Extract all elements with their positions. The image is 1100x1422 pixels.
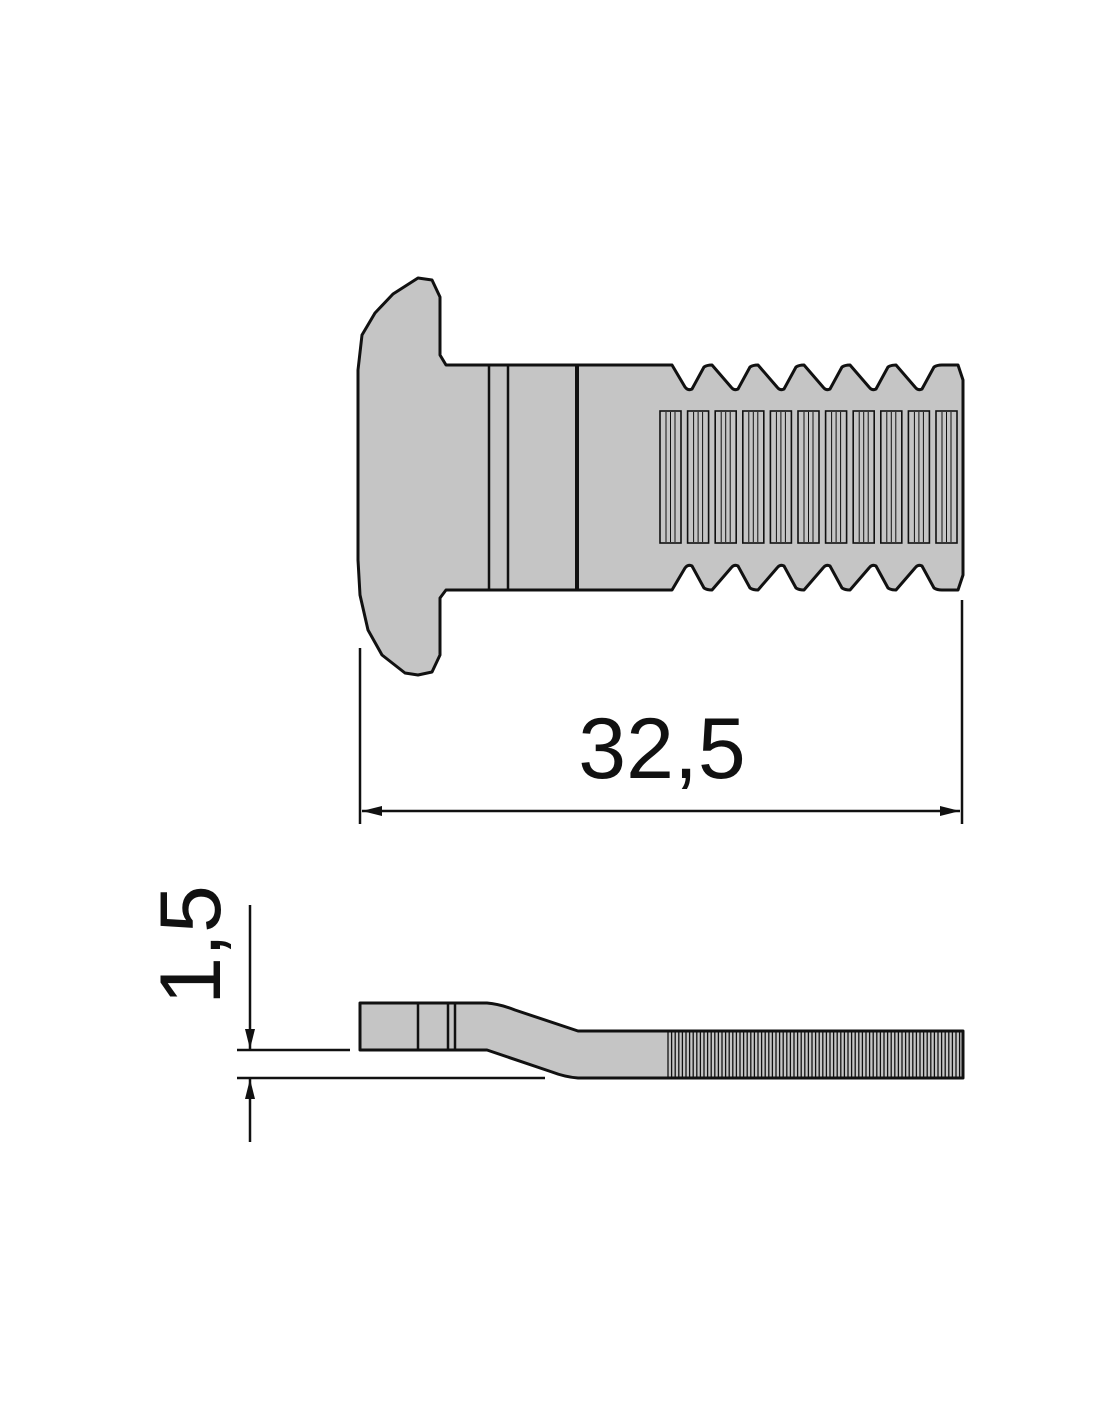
top-view [356, 276, 965, 677]
length-dimension: 32,5 [358, 600, 964, 824]
knurl-segment [741, 410, 765, 544]
side-view [358, 1001, 965, 1080]
knurl-segment [714, 410, 738, 544]
thickness-dimension: 1,5 [143, 885, 545, 1142]
knurl-segment [659, 410, 682, 544]
knurl-segment [935, 410, 958, 544]
knurl-segment [769, 410, 793, 544]
length-dimension-label: 32,5 [578, 701, 745, 797]
knurl-segment [907, 410, 931, 544]
knurl-segment [879, 410, 903, 544]
knurl-pattern-side [667, 1031, 961, 1078]
knurl-segment [686, 410, 710, 544]
knurl-segment [797, 410, 820, 544]
knurl-segment [824, 410, 848, 544]
knurl-pattern [659, 410, 958, 544]
knurl-segment [852, 410, 876, 544]
thickness-dimension-label: 1,5 [143, 885, 239, 1005]
